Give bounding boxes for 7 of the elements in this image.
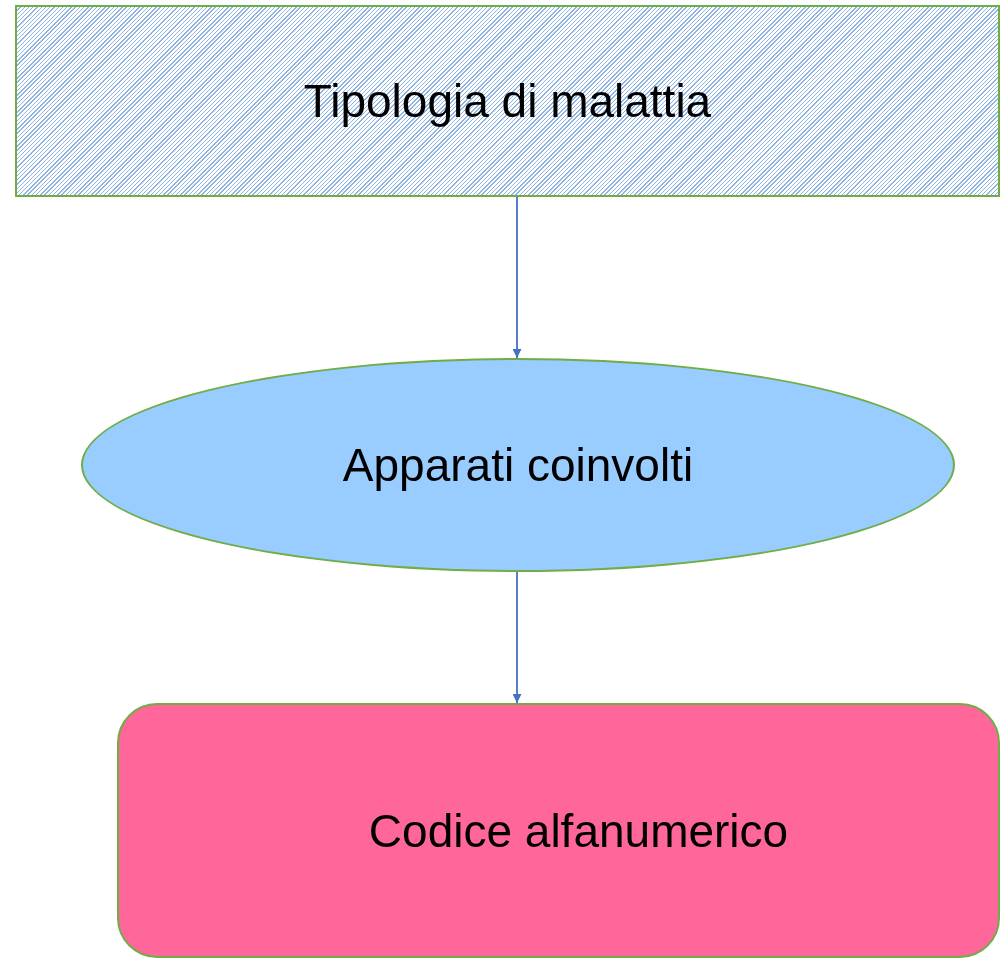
arrow	[512, 571, 522, 704]
node-label: Apparati coinvolti	[342, 438, 694, 492]
process-box	[15, 5, 1000, 197]
node-label: Codice alfanumerico	[368, 803, 789, 858]
node-label: Tipologia di malattia	[303, 74, 712, 128]
arrow	[512, 196, 522, 359]
rounded-box	[117, 703, 1000, 958]
